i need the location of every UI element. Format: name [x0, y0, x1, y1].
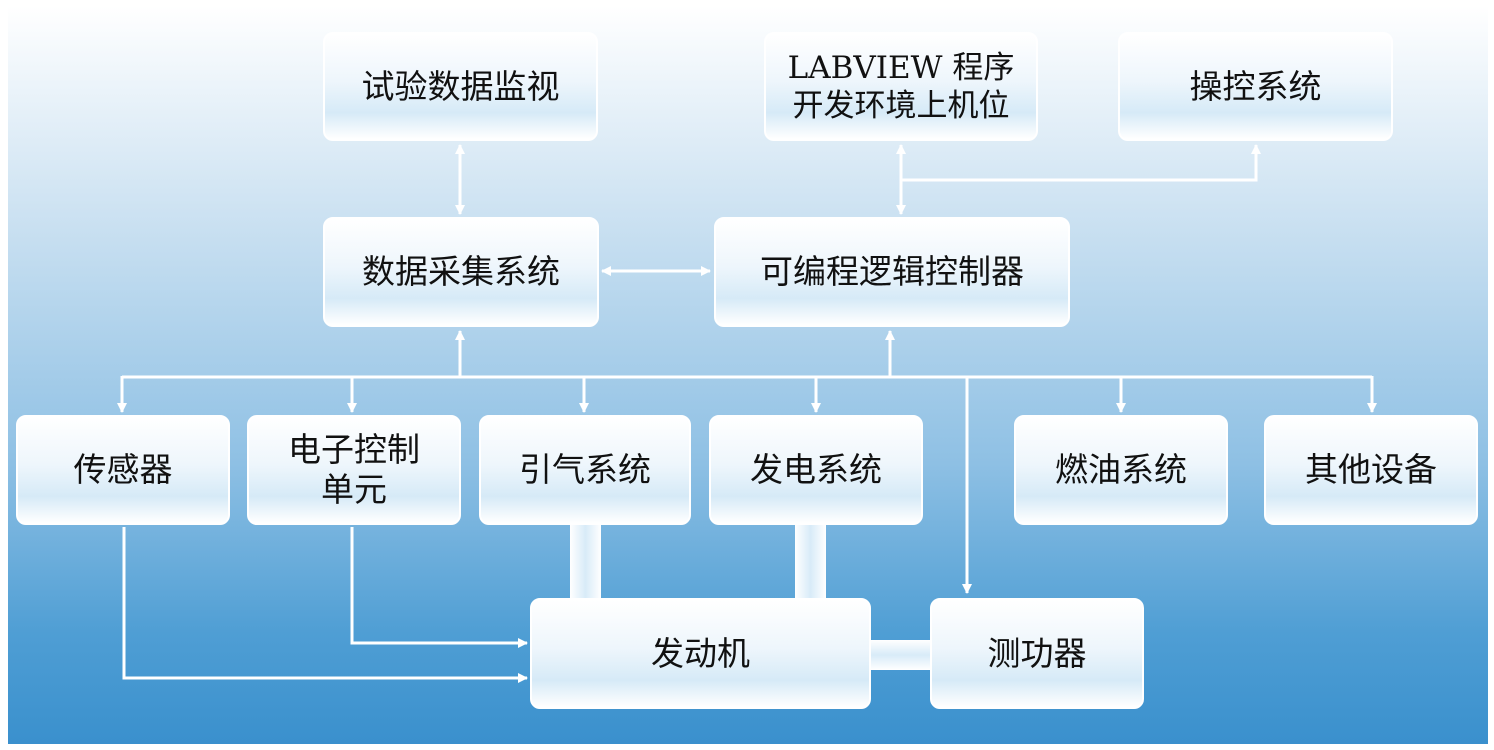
node-test-data-monitor: 试验数据监视 — [323, 32, 598, 141]
node-sensor: 传感器 — [16, 415, 230, 525]
shaft-engine-dyno — [866, 640, 936, 670]
node-ecu: 电子控制 单元 — [247, 415, 461, 525]
node-power-generation: 发电系统 — [709, 415, 923, 525]
link-ecu-engine — [350, 527, 528, 648]
link-to-control-system — [901, 144, 1261, 182]
node-control-system: 操控系统 — [1118, 32, 1393, 141]
link-sensor-engine — [122, 527, 528, 683]
shaft-power-engine — [795, 522, 826, 602]
node-fuel-system: 燃油系统 — [1014, 415, 1228, 525]
node-data-acquisition: 数据采集系统 — [323, 217, 599, 327]
node-labview-pc: LABVIEW 程序 开发环境上机位 — [764, 32, 1038, 141]
node-engine: 发动机 — [530, 598, 871, 709]
node-other-equipment: 其他设备 — [1264, 415, 1478, 525]
shaft-bleed-engine — [570, 522, 601, 602]
node-plc: 可编程逻辑控制器 — [714, 217, 1070, 327]
node-dynamometer: 测功器 — [930, 598, 1144, 709]
node-bleed-air: 引气系统 — [479, 415, 691, 525]
